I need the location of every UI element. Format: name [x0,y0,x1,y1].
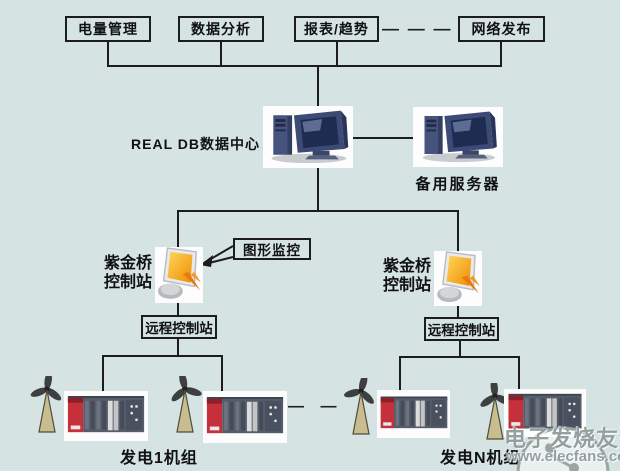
wind-turbine-icon [476,378,514,450]
remote-station-label: 远程控制站 [145,321,213,336]
connector-line [221,355,223,393]
control-station-node-right [434,250,482,308]
plc-rack-icon [64,391,148,441]
data-center-label: REAL DB数据中心 [131,136,260,152]
callout-pointer [200,245,234,267]
desktop-computer-icon [415,107,501,168]
elecfans-logo-icon [513,423,613,471]
connector-line [102,355,104,393]
connector-line [107,40,109,66]
watermark-title: 电子发烧友 [504,426,620,451]
remote-station-box-left: 远程控制站 [141,315,217,339]
plc-rack-icon [504,389,586,437]
node-label: 网络发布 [471,21,532,37]
wind-turbine-icon [342,374,380,445]
wind-turbine-icon [28,371,66,443]
plc-rack-icon [377,390,450,438]
connector-line [177,210,179,250]
wind-turbine-icon [166,371,204,443]
generator-label-left: 发电1机组 [120,450,198,467]
ellipsis-dashes-bottom: — — [288,398,343,415]
branch-line [103,355,223,357]
station-label-left: 紫金桥 控制站 [102,254,154,292]
graphic-monitor-callout: 图形监控 [233,238,311,260]
node-label: 数据分析 [191,21,251,37]
station-label-line: 紫金桥 [382,258,431,275]
node-label: 报表/趋势 [304,21,369,37]
node-web-publish: 网络发布 [458,16,545,42]
monitor-icon [435,250,481,308]
connector-line [518,356,520,391]
splitter-line [178,210,459,212]
connector-line [457,304,459,319]
connector-line [459,340,461,358]
connector-line [399,356,401,392]
monitor-icon [156,246,202,305]
station-label-line: 控制站 [382,277,431,294]
node-data-analysis: 数据分析 [178,16,264,42]
station-label-line: 控制站 [103,274,152,291]
desktop-computer-icon [265,106,351,169]
remote-station-box-right: 远程控制站 [424,317,499,341]
station-label-line: 紫金桥 [103,255,152,272]
remote-station-label: 远程控制站 [427,323,496,338]
connector-line [177,301,179,317]
bus-line [107,65,502,67]
connector-line [220,40,222,66]
generator-label-right: 发电N机组 [440,450,521,467]
connector-line [350,137,415,139]
connector-line [500,40,502,66]
connector-line [336,40,338,66]
backup-server-node [413,107,503,167]
node-label: 电量管理 [78,21,138,37]
connector-line [317,166,319,212]
control-station-node-left [155,246,203,305]
ellipsis-dashes-top: — — — [382,19,453,38]
watermark-url: www.elecfans.com [506,448,620,465]
plc-rack-icon [203,391,287,443]
station-label-right: 紫金桥 控制站 [381,257,433,295]
connector-line [177,338,179,357]
connector-line [457,210,459,254]
callout-label: 图形监控 [243,243,301,258]
backup-server-label: 备用服务器 [415,176,501,193]
data-center-node [263,106,353,168]
node-power-management: 电量管理 [65,16,151,42]
node-report-trend: 报表/趋势 [294,16,379,42]
connector-line [317,65,319,109]
branch-line [400,356,520,358]
